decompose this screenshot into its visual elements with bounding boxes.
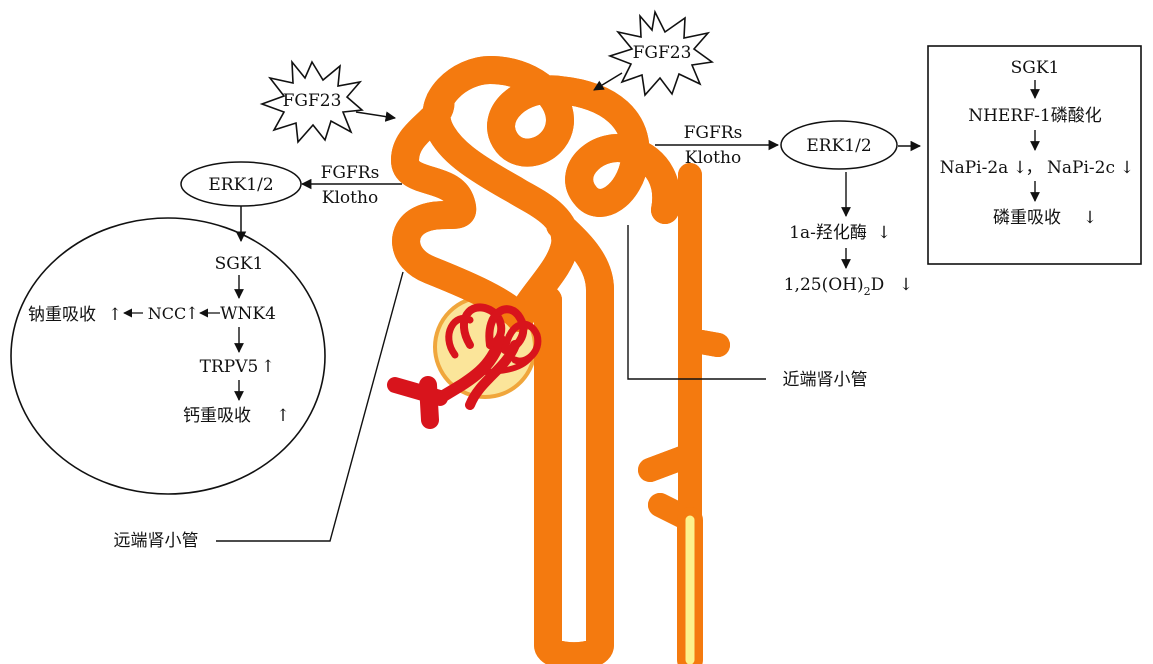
right-pathway: FGFRs Klotho ERK1/2 1a-羟化酶 ↓ 1,25(OH)2D … xyxy=(655,46,1141,298)
distal-cell-circle xyxy=(11,218,325,494)
fgf23-left-burst: FGF23 xyxy=(262,62,362,142)
ca-reabsorption: 钙重吸收 xyxy=(183,406,251,426)
left-receptor: FGFRs xyxy=(321,163,380,183)
vitd-sub: 2 xyxy=(864,285,871,298)
right-sgk1: SGK1 xyxy=(1011,58,1060,78)
left-cofactor: Klotho xyxy=(322,188,378,208)
napi2c-down-arrow: ↓ xyxy=(1120,158,1134,178)
right-erk-label: ERK1/2 xyxy=(806,136,871,156)
distal-tubule-label: 远端肾小管 xyxy=(114,531,199,551)
fgf23-left-label: FGF23 xyxy=(283,91,342,111)
hydroxylase-label: 1a-羟化酶 xyxy=(789,223,867,243)
na-reabsorption: 钠重吸收 xyxy=(28,305,96,325)
napi-separator: ， xyxy=(1026,158,1043,178)
fgf23-top-burst: FGF23 xyxy=(610,12,712,95)
ncc-up-arrow: ↑ xyxy=(185,304,199,324)
left-erk-label: ERK1/2 xyxy=(208,175,273,195)
collecting-duct xyxy=(650,175,718,660)
proximal-cell-box xyxy=(928,46,1141,264)
fgf23-top-label: FGF23 xyxy=(633,43,692,63)
vitd-down-arrow: ↓ xyxy=(899,275,913,295)
napi2c-label: NaPi-2c xyxy=(1047,158,1115,178)
p-down-arrow: ↓ xyxy=(1083,208,1097,228)
nherf-label: NHERF-1磷酸化 xyxy=(968,106,1102,126)
hydroxylase-down-arrow: ↓ xyxy=(877,223,891,243)
nephron xyxy=(395,70,718,660)
ca-up-arrow: ↑ xyxy=(276,406,290,426)
left-wnk4: WNK4 xyxy=(220,304,276,324)
left-sgk1: SGK1 xyxy=(215,254,264,274)
right-cofactor: Klotho xyxy=(685,148,741,168)
trpv5-label: TRPV5 xyxy=(200,357,259,377)
ncc-label: NCC xyxy=(148,304,186,323)
trpv5-up-arrow: ↑ xyxy=(261,357,275,377)
fgf23-left-arrow xyxy=(356,112,395,118)
proximal-tubule-label: 近端肾小管 xyxy=(783,370,868,390)
right-receptor: FGFRs xyxy=(684,123,743,143)
napi2a-label: NaPi-2a xyxy=(940,158,1009,178)
p-reabsorption: 磷重吸收 xyxy=(993,208,1061,228)
fgf23-top-arrow xyxy=(594,73,622,90)
na-up-arrow: ↑ xyxy=(108,305,122,325)
left-pathway: FGFRs Klotho ERK1/2 SGK1 WNK4 NCC ↑ 钠重吸收… xyxy=(11,162,402,494)
vitd-label: 1,25(OH)2D xyxy=(784,275,885,298)
vitd-main: 1,25(OH) xyxy=(784,275,864,295)
vitd-tail: D xyxy=(871,275,885,295)
